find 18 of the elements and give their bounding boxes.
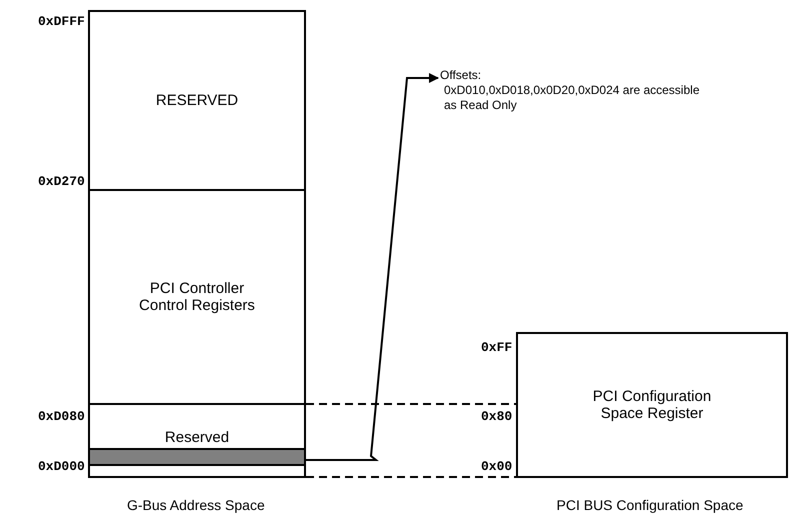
memory-region: RESERVED	[88, 10, 306, 191]
highlight-bar	[88, 448, 306, 466]
mapping-line	[306, 476, 516, 478]
address-label: 0xD000	[38, 459, 85, 474]
caption: PCI BUS Configuration Space	[556, 497, 744, 513]
note-text: Offsets: 0xD010,0xD018,0x0D20,0xD024 are accessible as Read Only	[440, 68, 710, 128]
memory-region: PCI Configuration Space Register	[516, 332, 788, 478]
mapping-line	[306, 403, 516, 405]
address-label: 0x80	[481, 409, 512, 424]
address-label: 0xD270	[38, 174, 85, 189]
caption: G-Bus Address Space	[127, 497, 265, 513]
arrow	[306, 73, 439, 461]
memory-region: Reserved	[88, 403, 306, 478]
address-label: 0xD080	[38, 409, 85, 424]
address-label: 0x00	[481, 459, 512, 474]
address-label: 0xFF	[481, 340, 512, 355]
address-label: 0xDFFF	[38, 14, 85, 29]
memory-region: PCI Controller Control Registers	[88, 189, 306, 405]
